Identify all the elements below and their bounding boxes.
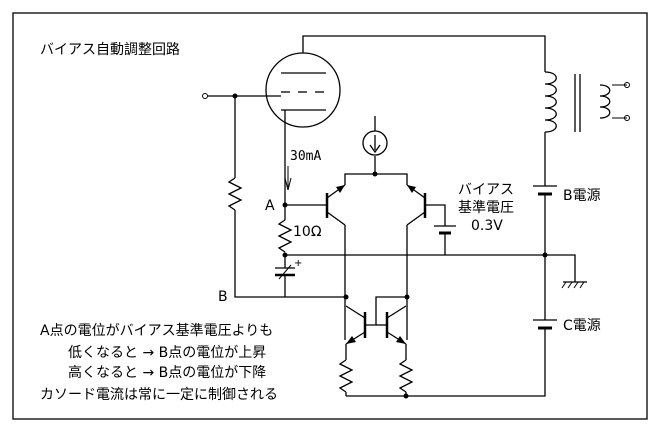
mirror-transistor-right <box>385 305 407 345</box>
emitter-resistor-right <box>398 359 414 393</box>
plate-wire <box>302 35 546 72</box>
note-line-3: 高くなると → B点の電位が下降 <box>68 364 266 381</box>
note-line-4: カソード電流は常に一定に制御される <box>40 387 278 403</box>
note-line-2: 低くなると → B点の電位が上昇 <box>68 345 266 361</box>
b-supply-label: B電源 <box>563 188 601 204</box>
diagram-frame <box>12 12 648 420</box>
node-a-label: A <box>265 198 275 214</box>
ref-base-wire <box>425 204 446 226</box>
node-b-label: B <box>218 289 228 305</box>
grid-input <box>202 93 281 99</box>
mirror-transistor-left <box>345 305 367 345</box>
b-node-wire <box>234 210 346 298</box>
emitter-resistor-left <box>338 359 354 393</box>
c-supply-label: C電源 <box>563 318 601 334</box>
c-supply-battery <box>533 319 557 330</box>
current-arrow-icon <box>284 177 292 191</box>
b-supply-battery <box>533 185 557 196</box>
output-transformer <box>544 71 630 133</box>
node-b-dot <box>343 294 349 300</box>
bypass-capacitor <box>275 255 295 297</box>
vacuum-tube <box>265 52 341 128</box>
current-source-icon <box>362 116 388 156</box>
diagram-title: バイアス自動調整回路 <box>40 42 180 58</box>
right-transistor <box>406 184 427 226</box>
note-line-1: A点の電位がバイアス基準電圧よりも <box>40 322 273 339</box>
reference-battery <box>434 225 456 235</box>
bias-ref-label-line2: 基準電圧 <box>458 199 514 216</box>
bias-ref-label-line1: バイアス <box>458 182 514 198</box>
grid-resistor <box>227 177 243 211</box>
c-rail <box>346 328 546 397</box>
bias-ref-value: 0.3V <box>471 218 503 234</box>
cathode-resistor <box>277 219 293 253</box>
left-transistor <box>325 184 346 226</box>
junction-dot <box>542 252 548 258</box>
ground-wire <box>285 254 576 282</box>
resistor-label: 10Ω <box>293 224 322 240</box>
mirror-bias-wire <box>365 296 407 326</box>
capacitor-plus-label: + <box>294 258 302 269</box>
ground-icon <box>561 281 587 289</box>
current-label: 30mA <box>290 149 321 164</box>
c-rail-dot <box>403 393 409 399</box>
